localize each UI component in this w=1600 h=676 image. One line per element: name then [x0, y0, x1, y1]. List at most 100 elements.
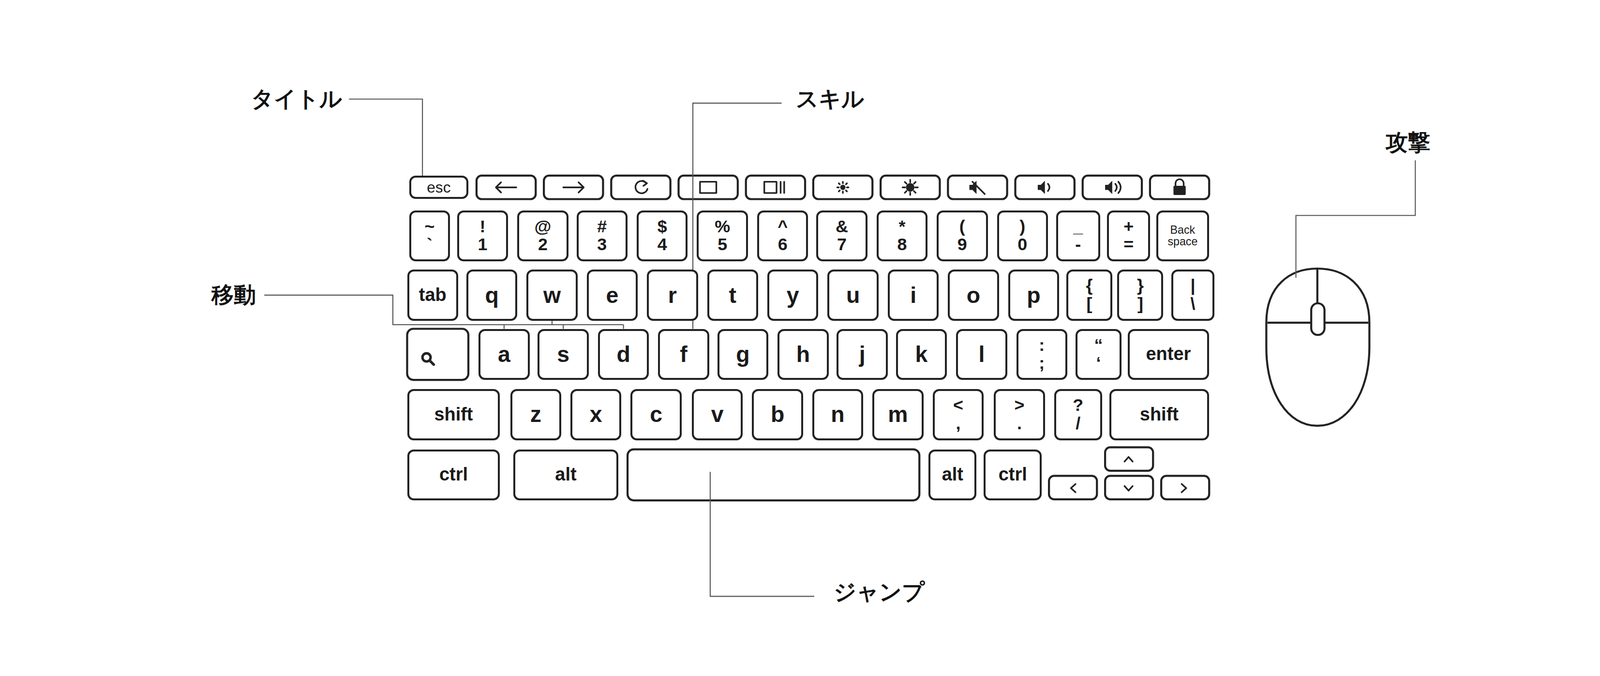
key-label: &	[835, 217, 849, 237]
keyboard-key: (9	[936, 210, 988, 262]
key-label: m	[887, 402, 908, 427]
keyboard-key: @2	[517, 210, 569, 262]
callout-label: ジャンプ	[833, 579, 925, 605]
key-label: `	[426, 235, 433, 255]
keyboard-key: |\	[1171, 269, 1215, 321]
callout-label: タイトル	[251, 86, 343, 112]
keyboard-key: $4	[636, 210, 688, 262]
sun-small-rays	[837, 181, 849, 194]
keyboard-key: )0	[997, 210, 1048, 262]
key-label: g	[735, 342, 750, 367]
key-label: [	[1086, 295, 1092, 314]
keyboard-key: }]	[1117, 269, 1164, 321]
keyboard-key: f	[657, 328, 709, 381]
key-label: /	[1075, 414, 1081, 434]
key-label: h	[796, 342, 810, 367]
keyboard-key: #3	[576, 210, 628, 262]
key-label: a	[497, 342, 511, 367]
key-label: ‘	[1095, 354, 1101, 373]
keyboard-key: ctrl	[983, 449, 1042, 501]
volume-up-key	[1082, 175, 1142, 200]
key-label: ;	[1038, 354, 1045, 373]
key-label: 4	[657, 235, 668, 255]
keyboard-key: “‘	[1075, 328, 1122, 381]
key-label: )	[1019, 217, 1026, 237]
keyboard-key: p	[1008, 269, 1060, 321]
keyboard-key: ?/	[1054, 388, 1103, 441]
key-label: z	[530, 402, 542, 427]
sun-small-core	[840, 184, 846, 191]
key-label: <	[953, 396, 964, 415]
down-key	[1105, 475, 1153, 500]
up-chevron	[1124, 456, 1133, 462]
key-label: :	[1038, 336, 1045, 355]
forward-key	[543, 175, 603, 200]
key-label: ,	[955, 414, 961, 434]
key-label: alt	[942, 464, 964, 485]
keyboard-key: esc	[409, 175, 469, 200]
key-label: p	[1026, 283, 1041, 308]
space-key	[627, 449, 920, 501]
key-label: !	[479, 217, 486, 237]
back-key	[476, 175, 536, 200]
mouse-wheel	[1311, 303, 1325, 335]
keyboard-key: Back space	[1156, 210, 1210, 262]
lock-shackle	[1175, 179, 1184, 186]
key-label: {	[1085, 276, 1093, 296]
keyboard-key: t	[707, 269, 759, 321]
key-label: %	[714, 217, 731, 237]
key-label: -	[1075, 235, 1081, 255]
key-label: |	[1190, 276, 1196, 296]
key-label: 9	[957, 235, 968, 255]
keyboard-key: ctrl	[407, 449, 501, 501]
keyboard-key: <,	[932, 388, 984, 441]
keyboard-key: %5	[696, 210, 748, 262]
sun-large-rays	[902, 179, 918, 195]
key-label: Back space	[1158, 224, 1208, 248]
refresh-icon	[635, 180, 648, 194]
keyboard-key: tab	[407, 269, 459, 321]
key-label: s	[556, 342, 570, 367]
key-label: alt	[554, 464, 577, 485]
brightness-up-key	[880, 175, 940, 200]
keyboard-key: s	[537, 328, 589, 381]
key-label: 8	[897, 235, 907, 255]
overview-icon	[764, 181, 785, 194]
key-label: esc	[426, 179, 451, 196]
key-label: x	[589, 402, 603, 427]
keyboard-key: y	[767, 269, 819, 321]
lock-key	[1150, 175, 1210, 200]
key-label: f	[679, 342, 688, 367]
keyboard-key: j	[836, 328, 888, 381]
overview-key	[746, 175, 806, 200]
callout-label: 攻撃	[1385, 130, 1431, 156]
lock-body	[1173, 185, 1186, 195]
key-label: (	[959, 217, 966, 237]
key-label: ctrl	[998, 464, 1028, 485]
keyboard-key: e	[586, 269, 638, 321]
mute-speaker	[969, 180, 977, 195]
keyboard-key: alt	[513, 449, 619, 501]
key-label: y	[786, 283, 800, 308]
keyboard-key: b	[751, 388, 803, 441]
key-label: >	[1014, 396, 1025, 415]
key-label: o	[966, 283, 981, 308]
keyboard-key: l	[956, 328, 1007, 381]
key-label: _	[1073, 217, 1083, 237]
fullscreen-key	[678, 175, 738, 200]
keyboard-key: +=	[1106, 210, 1151, 262]
refresh-key	[611, 175, 671, 200]
keyboard-key: n	[812, 388, 864, 441]
key-label: r	[668, 283, 677, 308]
key-label: ^	[777, 217, 788, 237]
key-label: v	[711, 402, 724, 427]
keyboard-key: a	[478, 328, 530, 381]
volume-down-speaker	[1037, 180, 1046, 195]
key-label: c	[649, 402, 663, 427]
keyboard-key: m	[872, 388, 924, 441]
key-label: j	[859, 342, 866, 367]
keyboard-key: _-	[1056, 210, 1101, 262]
keyboard-key: q	[466, 269, 518, 321]
key-label: l	[978, 342, 985, 367]
keyboard-key: enter	[1127, 328, 1210, 381]
